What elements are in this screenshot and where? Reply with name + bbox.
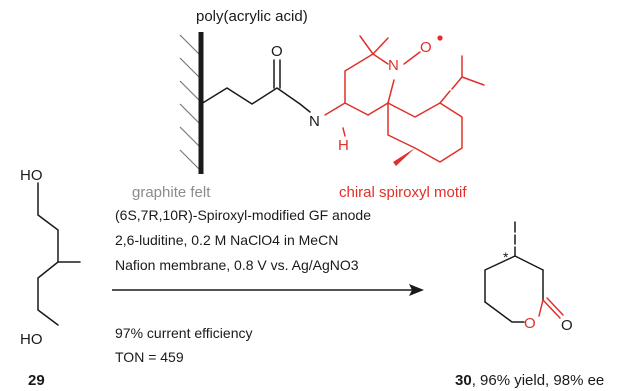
wedge-methyl bbox=[393, 148, 415, 166]
substrate-number: 29 bbox=[28, 372, 45, 389]
product-result: , 96% yield, 98% ee bbox=[472, 372, 605, 389]
condition-line-1: (6S,7R,10R)-Spiroxyl-modified GF anode bbox=[115, 207, 371, 223]
lactone-ring-oxygen: O bbox=[524, 315, 536, 332]
substrate-oh-top: HO bbox=[20, 167, 43, 184]
linker-chain bbox=[200, 59, 311, 113]
graphite-felt-hatching bbox=[179, 34, 200, 170]
substrate-structure bbox=[37, 182, 81, 326]
product-structure bbox=[484, 221, 564, 323]
condition-line-5: TON = 459 bbox=[115, 349, 184, 365]
support-label: graphite felt bbox=[132, 184, 211, 201]
motif-label: chiral spiroxyl motif bbox=[339, 184, 467, 201]
amide-nitrogen: N bbox=[309, 113, 320, 130]
product-label: 30, 96% yield, 98% ee bbox=[455, 372, 604, 389]
condition-line-4: 97% current efficiency bbox=[115, 325, 252, 341]
nitroxide-oxygen: O bbox=[420, 39, 432, 56]
lactone-carbonyl-oxygen: O bbox=[561, 317, 573, 334]
reaction-arrow-head bbox=[409, 284, 424, 296]
polymer-label: poly(acrylic acid) bbox=[196, 8, 308, 25]
carbonyl-oxygen: O bbox=[271, 43, 283, 60]
condition-line-3: Nafion membrane, 0.8 V vs. Ag/AgNO3 bbox=[115, 257, 359, 273]
stereo-center-star: * bbox=[503, 249, 509, 265]
substrate-oh-bottom: HO bbox=[20, 331, 43, 348]
spiroxyl-motif bbox=[324, 35, 485, 166]
radical-dot bbox=[437, 35, 443, 41]
nitroxide-nitrogen: N bbox=[388, 57, 399, 74]
product-number: 30 bbox=[455, 372, 472, 389]
hashed-wedge-isopropyl bbox=[439, 76, 463, 104]
condition-line-2: 2,6-luditine, 0.2 M NaClO4 in MeCN bbox=[115, 232, 338, 248]
amide-hydrogen: H bbox=[338, 137, 349, 154]
